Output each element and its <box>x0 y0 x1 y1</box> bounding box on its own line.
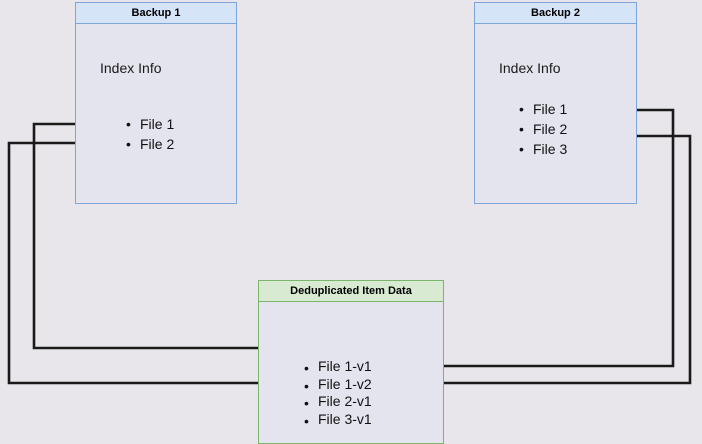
dedup-item[interactable]: File 2-v1 <box>304 393 372 412</box>
deduplicated-item-data-node[interactable]: Deduplicated Item Data File 1-v1 File 1-… <box>258 280 444 444</box>
deduplicated-item-list: File 1-v1 File 1-v2 File 2-v1 File 3-v1 <box>304 358 372 430</box>
backup-2-body: Index Info File 1 File 2 File 3 <box>475 24 636 202</box>
backup-1-file-item[interactable]: File 2 <box>126 134 174 154</box>
backup-1-node[interactable]: Backup 1 Index Info File 1 File 2 <box>75 2 237 204</box>
deduplicated-item-data-body: File 1-v1 File 1-v2 File 2-v1 File 3-v1 <box>259 302 443 442</box>
backup-1-body: Index Info File 1 File 2 <box>76 24 236 202</box>
backup-2-file-item[interactable]: File 2 <box>519 119 567 139</box>
dedup-item[interactable]: File 1-v2 <box>304 376 372 395</box>
backup-2-index-label: Index Info <box>499 60 561 76</box>
dedup-item[interactable]: File 3-v1 <box>304 411 372 430</box>
backup-1-file-item[interactable]: File 1 <box>126 114 174 134</box>
backup-1-index-label: Index Info <box>100 60 162 76</box>
backup-2-title: Backup 2 <box>475 3 636 24</box>
backup-2-file-list: File 1 File 2 File 3 <box>519 99 567 159</box>
backup-2-node[interactable]: Backup 2 Index Info File 1 File 2 File 3 <box>474 2 637 204</box>
deduplicated-item-data-title: Deduplicated Item Data <box>259 281 443 302</box>
backup-2-file-item[interactable]: File 3 <box>519 139 567 159</box>
backup-1-file-list: File 1 File 2 <box>126 114 174 154</box>
backup-1-title: Backup 1 <box>76 3 236 24</box>
backup-2-file-item[interactable]: File 1 <box>519 99 567 119</box>
dedup-item[interactable]: File 1-v1 <box>304 358 372 377</box>
